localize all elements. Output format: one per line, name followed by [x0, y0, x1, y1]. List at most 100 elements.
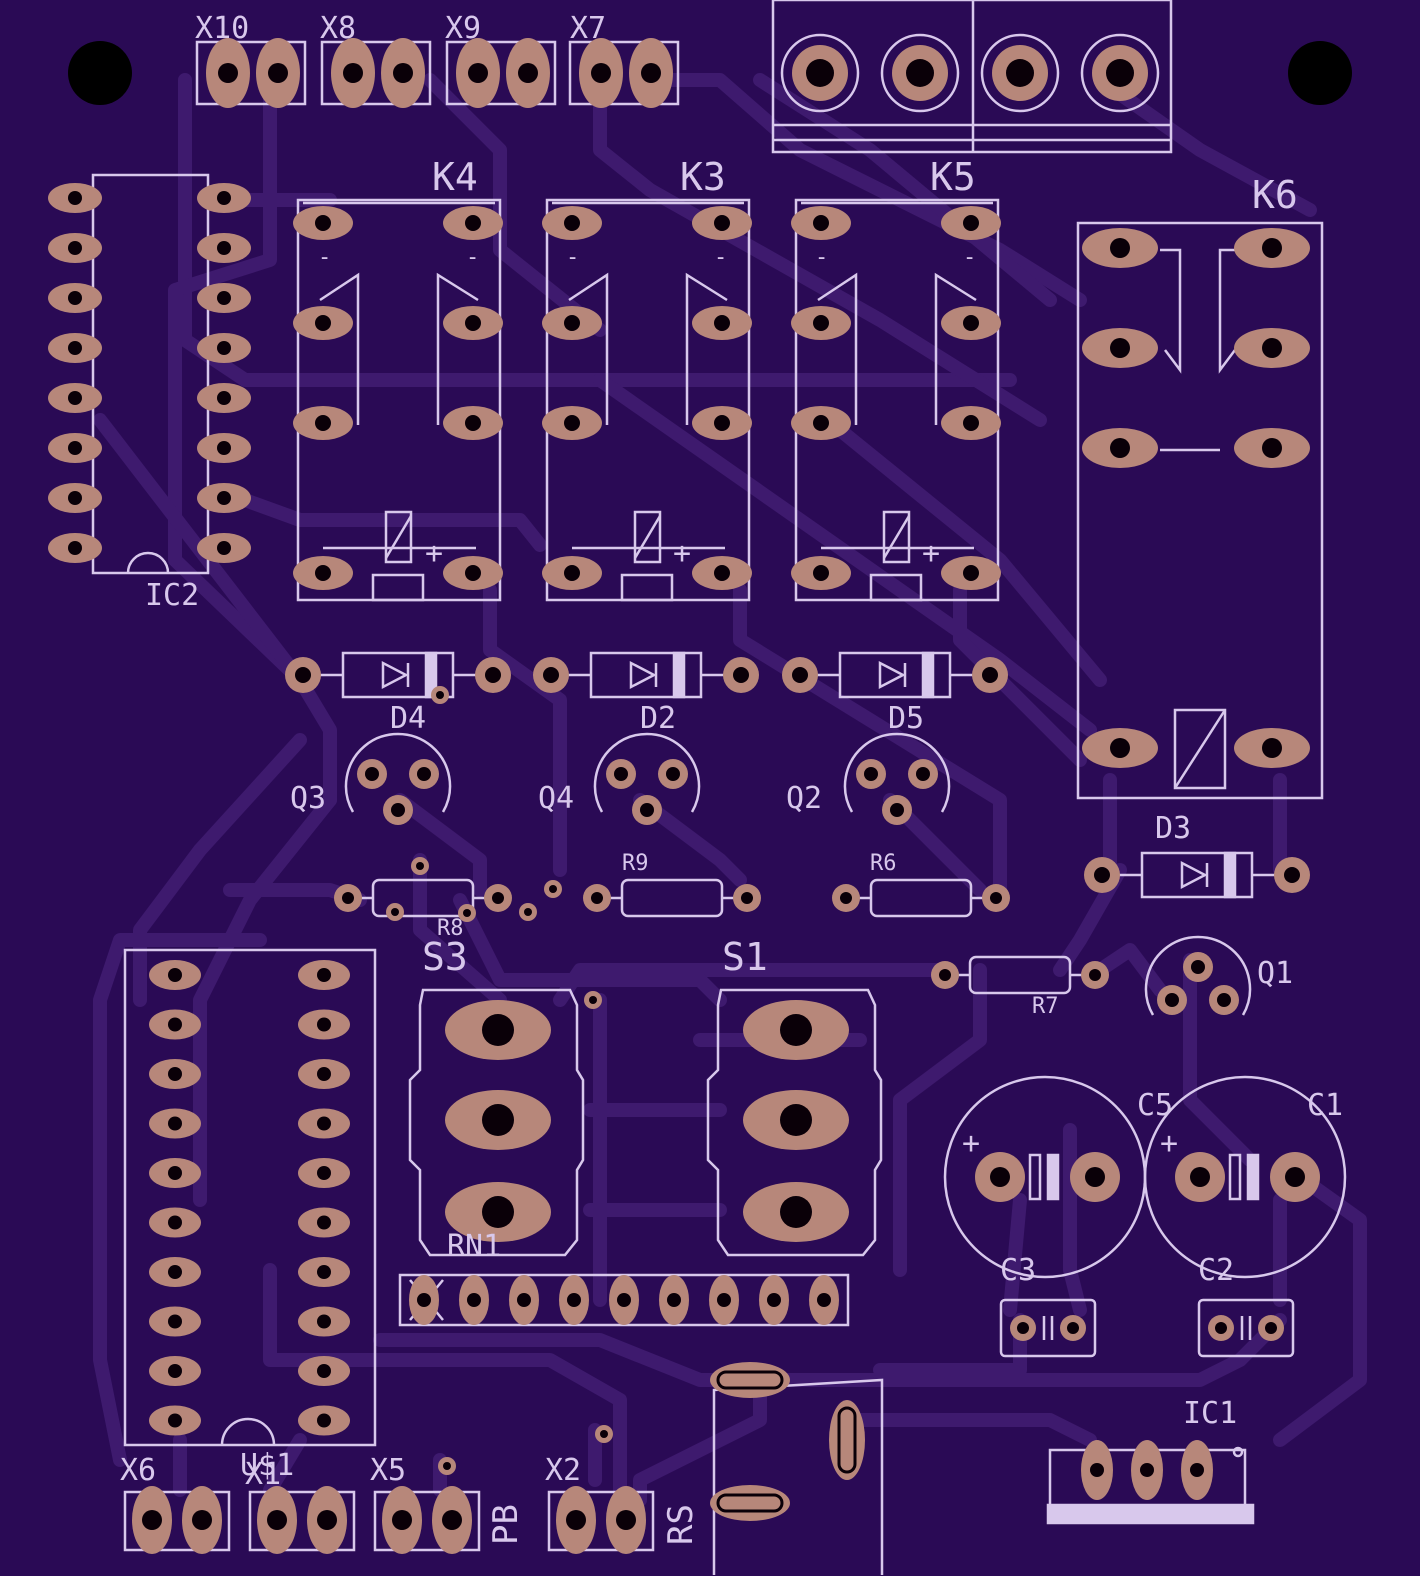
terminal-ring — [880, 33, 960, 113]
relay-pad-k3-drill — [564, 215, 580, 231]
relay-switch-right-k3 — [685, 272, 728, 425]
trace-37 — [873, 1313, 1287, 1387]
header-outline-top-2 — [445, 40, 557, 106]
relay-pad-k5-drill — [813, 415, 829, 431]
relay-pad-k4-drill — [315, 315, 331, 331]
rn1-pad-drill — [667, 1293, 681, 1307]
diode-arrow-d5 — [878, 660, 906, 690]
relay-pad-k3-drill — [714, 315, 730, 331]
ic1-tab — [1046, 1503, 1255, 1525]
via-drill — [391, 908, 399, 916]
diode-pad-d4-drill — [485, 667, 501, 683]
header-outline-x1 — [248, 1490, 356, 1552]
label-d2: D2 — [640, 701, 676, 736]
diode-pad-d2-drill — [543, 667, 559, 683]
jack-slot-bottom — [716, 1493, 784, 1513]
ic2-pad-left-drill — [68, 241, 82, 255]
label-ic1: IC1 — [1183, 1396, 1237, 1431]
label-r8: R8 — [437, 916, 464, 941]
resistor-pad-r6-drill — [990, 892, 1002, 904]
relay-pad-k5-drill — [813, 565, 829, 581]
relay-coil-k4 — [384, 510, 413, 564]
trace-19 — [1053, 863, 1127, 977]
header-pad-drill — [393, 63, 413, 83]
via-drill — [524, 908, 532, 916]
switch-outline-s1 — [706, 988, 883, 1257]
header-pad-x2-drill — [616, 1510, 636, 1530]
header-pad-x1-drill — [317, 1510, 337, 1530]
transistor-pad-q3-drill — [391, 803, 405, 817]
relay-switch-left-k5 — [817, 272, 858, 425]
label-d5: D5 — [888, 701, 924, 736]
polarity-plus-k4: + — [425, 536, 443, 571]
us1-pad-right-drill — [317, 1067, 331, 1081]
label-s1: S1 — [722, 935, 768, 979]
diode-pad-d4-drill — [295, 667, 311, 683]
label-x5: X5 — [370, 1453, 406, 1488]
us1-pad-right-drill — [317, 1314, 331, 1329]
ic2-pad-left-drill — [68, 391, 82, 405]
header-pad-x6-drill — [192, 1510, 212, 1530]
switch-pad-s3-drill — [482, 1014, 514, 1046]
us1-pad-left-drill — [168, 1166, 182, 1180]
jack-pad-top — [710, 1362, 790, 1398]
relay-pad-k4-drill — [315, 415, 331, 431]
resistor-pad-r8-drill — [492, 892, 504, 904]
diode-band-d4 — [424, 651, 438, 699]
diode-pad-d5-drill — [792, 667, 808, 683]
rn1-pad-drill — [767, 1293, 781, 1307]
relay-pad-k3-drill — [564, 565, 580, 581]
ic2-pad-right-drill — [217, 241, 231, 255]
transistor-pad-q4-drill — [614, 767, 628, 781]
transistor-pad-q1-drill — [1165, 993, 1179, 1007]
small-cap-pad-c3-drill — [1067, 1322, 1079, 1334]
ic2-pad-left-drill — [68, 541, 82, 555]
trace-48 — [1273, 1163, 1367, 1447]
small-cap-outline-c3 — [999, 1298, 1097, 1358]
k6-pad-drill — [1262, 338, 1282, 358]
label-x1: X1 — [245, 1457, 281, 1492]
label-c2: C2 — [1198, 1253, 1234, 1288]
jack-slot-top — [716, 1370, 784, 1390]
jack-outline — [712, 1378, 884, 1575]
trace-27 — [1093, 943, 1167, 997]
switch-pad-s1-drill — [780, 1196, 812, 1228]
trace-40 — [633, 1373, 767, 1507]
label-c3: C3 — [1000, 1253, 1036, 1288]
switch-outline-s3 — [408, 988, 585, 1257]
small-cap-pad-c3-drill — [1017, 1322, 1029, 1334]
k6-pad-drill — [1262, 238, 1282, 258]
label-q4: Q4 — [538, 781, 574, 816]
polarity-plus-k3: + — [673, 536, 691, 571]
label-c1: C1 — [1307, 1088, 1343, 1123]
header-outline-x6 — [123, 1490, 231, 1552]
via-drill — [463, 909, 471, 917]
relay-pad-k5-drill — [813, 315, 829, 331]
ic2-pad-right-drill — [217, 391, 231, 405]
trace-24 — [1183, 953, 1257, 1167]
polarity-plus-k5: + — [922, 536, 940, 571]
ic2-pad-right-drill — [217, 291, 231, 305]
relay-pad-k5-drill — [813, 215, 829, 231]
relay-pad-k4-drill — [465, 415, 481, 431]
trace-10 — [133, 733, 307, 1007]
diode-pad-d3-drill — [1284, 867, 1300, 883]
us1-pad-left-drill — [168, 1314, 182, 1329]
label-ic2: IC2 — [145, 578, 199, 613]
minus-mark-k3-right: - — [714, 245, 727, 270]
ic2-pad-left-drill — [68, 441, 82, 455]
k6-coil-diag — [1173, 709, 1227, 789]
relay-pad-k3-drill — [564, 315, 580, 331]
relay-pad-k4-drill — [465, 565, 481, 581]
relay-pad-k5-drill — [963, 215, 979, 231]
relay-base-k3 — [620, 573, 674, 602]
relay-switch-right-k4 — [436, 272, 479, 425]
us1-pad-right-drill — [317, 1413, 331, 1428]
relay-pad-k3-drill — [564, 415, 580, 431]
diode-arrow-d4 — [381, 660, 409, 690]
ic1-pad-drill — [1190, 1463, 1204, 1477]
transistor-outline-q2 — [843, 732, 951, 813]
switch-pad-s1-drill — [780, 1104, 812, 1136]
trace-34 — [263, 1433, 307, 1497]
trace-12 — [483, 583, 567, 877]
